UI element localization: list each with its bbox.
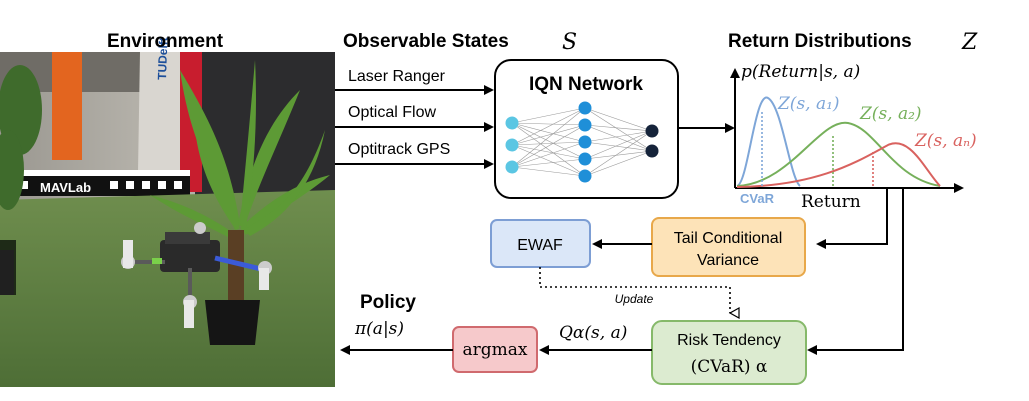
nn-edge [584, 130, 653, 160]
nn-edge [511, 122, 586, 160]
nn-edge [584, 124, 653, 132]
ewaf-label: EWAF [517, 237, 563, 254]
nn-edge [511, 122, 586, 126]
argmax-box: argmax [452, 326, 538, 373]
nn-node [505, 138, 519, 152]
nn-node [505, 116, 519, 130]
nn-edge [584, 130, 653, 143]
arrow-returns-to-risk [807, 188, 904, 355]
grass-floor [0, 190, 335, 387]
mavlab-logo: MAVLab [40, 180, 91, 195]
returns-ylabel: p(Return|s, a) [741, 62, 860, 82]
nn-edge [511, 144, 586, 160]
nn-node [645, 124, 659, 138]
cvar-label: CVaR [740, 191, 775, 206]
nn-edge [511, 107, 586, 168]
environment-photo: TUDelft MAVLab [0, 37, 335, 387]
nn-edge [511, 144, 586, 177]
nn-edge [511, 107, 586, 124]
curve-label-a1: Z(s, a₁) [777, 94, 840, 114]
policy-formula: π(a|s) [354, 319, 404, 339]
return-axis-label: Return [801, 192, 861, 212]
nn-edge [584, 150, 653, 177]
nn-node [578, 152, 592, 166]
risk-label-line1: Risk Tendency [677, 332, 781, 349]
tail-conditional-variance-box: Tail Conditional Variance [651, 217, 806, 277]
nn-edge [511, 166, 586, 177]
nn-edge [584, 124, 653, 152]
policy-title: Policy [360, 292, 416, 313]
returns-symbol: Z [961, 30, 978, 55]
palm-plant [150, 60, 330, 345]
nn-edge [584, 130, 653, 177]
returns-title: Return Distributions [728, 31, 912, 52]
environment-title: Environment [107, 31, 224, 52]
nn-edge [511, 122, 586, 177]
iqn-label: IQN Network [529, 74, 643, 95]
nn-edge [584, 107, 653, 152]
risk-tendency-box: Risk Tendency (CVaR) α [651, 320, 807, 385]
distribution-plot: Z(s, a₁) Z(s, a₂) Z(s, aₙ) CVaR Return [730, 68, 977, 212]
update-connector [539, 267, 730, 313]
nn-edge [584, 150, 653, 160]
tail-label-line2: Variance [697, 252, 759, 269]
nn-nodes [505, 101, 659, 183]
drone [121, 222, 272, 328]
mavlab-border: MAVLab [0, 170, 190, 196]
nn-edge [511, 158, 586, 168]
nn-edge [511, 107, 586, 146]
ewaf-box: EWAF [490, 219, 591, 268]
nn-node [505, 160, 519, 174]
orange-pole [52, 52, 82, 160]
states-title: Observable States [343, 31, 509, 52]
curve-label-an: Z(s, aₙ) [914, 131, 977, 151]
states-symbol: S [562, 30, 577, 55]
nn-edge [511, 124, 586, 146]
curve-a1 [736, 96, 801, 187]
risk-label-line2: (CVaR) α [691, 357, 768, 377]
nn-node [578, 101, 592, 115]
argmax-label: argmax [463, 340, 528, 360]
input-laser-ranger: Laser Ranger [348, 68, 446, 85]
input-optitrack-gps: Optitrack GPS [348, 141, 450, 158]
tail-label-line1: Tail Conditional [674, 230, 783, 247]
curve-label-a2: Z(s, a₂) [859, 104, 922, 124]
nn-edges [511, 107, 653, 177]
nn-node [578, 118, 592, 132]
nn-edge [584, 141, 653, 152]
curve-a2 [736, 121, 941, 187]
arrow-returns-to-tail [816, 188, 888, 249]
iqn-network-box: IQN Network [494, 59, 679, 199]
input-optical-flow: Optical Flow [348, 104, 436, 121]
curve-an [736, 142, 941, 188]
nn-node [645, 144, 659, 158]
nn-node [578, 135, 592, 149]
nn-edge [511, 141, 586, 168]
nn-node [578, 169, 592, 183]
nn-edge [511, 124, 586, 168]
update-label: Update [615, 292, 654, 306]
nn-edge [511, 122, 586, 143]
q-alpha-label: Qα(s, a) [559, 323, 627, 343]
banner-text: TUDelft [155, 37, 170, 80]
nn-edge [511, 141, 586, 146]
nn-edge [584, 107, 653, 132]
